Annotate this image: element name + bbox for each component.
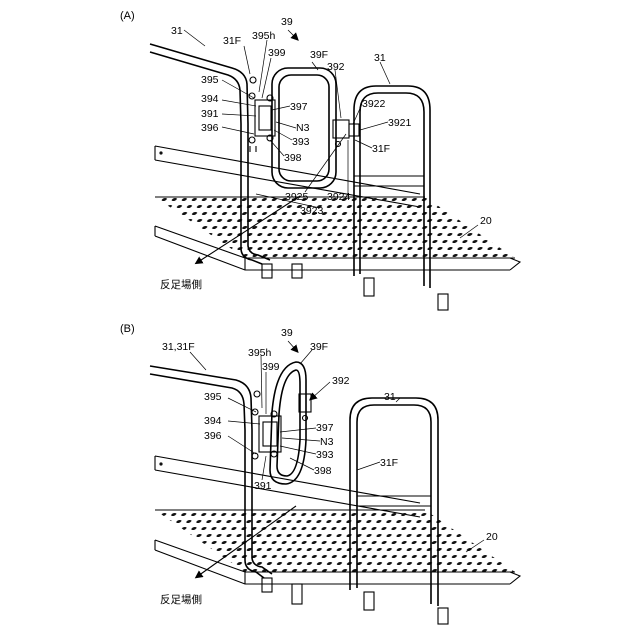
label-394: 394 (204, 415, 222, 427)
label-395h: 395h (248, 347, 272, 359)
label-39-arrow (288, 341, 296, 350)
label-395: 395 (201, 74, 219, 86)
label-20: 20 (480, 215, 492, 227)
label-3922: 3922 (362, 98, 386, 110)
figure-b-caption: (B) (120, 323, 135, 335)
label-31f: 31F (380, 457, 398, 469)
label-398: 398 (314, 465, 332, 477)
figure-b-gate-frame (270, 362, 306, 484)
label-396: 396 (201, 122, 219, 134)
label-392: 392 (332, 375, 350, 387)
label-393: 393 (292, 136, 310, 148)
label-398: 398 (284, 152, 302, 164)
label-395h: 395h (252, 30, 276, 42)
figure-a-deck (155, 197, 520, 310)
label-391: 391 (201, 108, 219, 120)
label-397: 397 (316, 422, 334, 434)
label-39-arrow (288, 30, 296, 38)
label-39: 39 (281, 327, 293, 339)
label-31f-right: 31F (372, 143, 390, 155)
label-39f: 39F (310, 341, 328, 353)
label-39: 39 (281, 16, 293, 28)
label-399: 399 (268, 47, 286, 59)
figure-a-direction-label: 反足場側 (160, 278, 202, 291)
label-392: 392 (327, 61, 345, 73)
figure-a-handrail (150, 44, 248, 124)
figure-b-hinge-assembly (252, 391, 281, 459)
figure-b-right-post (350, 398, 438, 606)
figure-a-caption: (A) (120, 10, 135, 22)
label-396: 396 (204, 430, 222, 442)
figure-b: (B) (120, 323, 520, 624)
figure-a-latch (333, 120, 359, 147)
figure-b-handrail (150, 366, 252, 430)
label-31f: 31F (223, 35, 241, 47)
label-39f: 39F (310, 49, 328, 61)
label-395: 395 (204, 391, 222, 403)
label-394: 394 (201, 93, 219, 105)
label-31-31f: 31,31F (162, 341, 195, 353)
label-31: 31 (171, 25, 183, 37)
label-3921: 3921 (388, 117, 412, 129)
label-n3: N3 (320, 436, 334, 448)
label-n3: N3 (296, 122, 310, 134)
figure-a: (A) (120, 10, 520, 310)
figure-a-labels: 39 31 31F 395h 399 39F 392 31 395 394 39… (171, 16, 492, 227)
label-3924: 3924 (327, 191, 351, 203)
label-393: 393 (316, 449, 334, 461)
label-20: 20 (486, 531, 498, 543)
label-3923: 3923 (300, 205, 324, 217)
figure-b-direction-label: 反足場側 (160, 593, 202, 606)
label-31-right: 31 (374, 52, 386, 64)
label-391: 391 (254, 480, 272, 492)
label-31: 31 (384, 391, 396, 403)
label-397: 397 (290, 101, 308, 113)
label-3925: 3925 (285, 191, 309, 203)
label-399: 399 (262, 361, 280, 373)
